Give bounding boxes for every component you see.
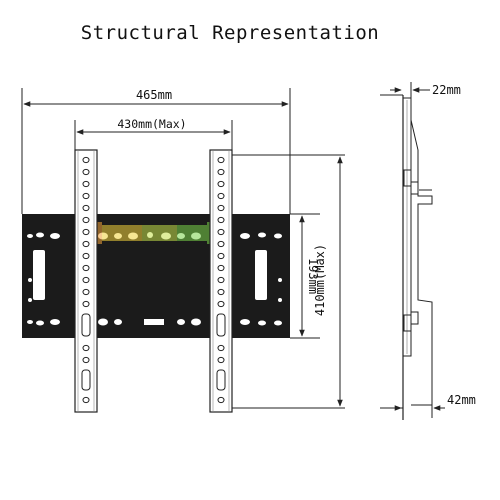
side-view: 22mm 42mm: [380, 82, 476, 420]
left-vertical-arm: [74, 149, 98, 413]
overall-width-dimension: 465mm: [21, 88, 291, 214]
max-depth-label: 42mm: [447, 393, 476, 407]
front-view: 465mm 430mm(Max) 193mm 410mm(Max): [21, 88, 345, 413]
plate-height-dimension: 193mm: [299, 215, 320, 337]
side-arm-profile: [403, 119, 433, 406]
right-vertical-arm: [209, 149, 233, 413]
side-wall-plate: [402, 97, 419, 357]
overall-width-label: 465mm: [136, 88, 172, 102]
bracket-height-dimension: 410mm(Max): [313, 156, 343, 407]
wall-depth-dimension: 22mm: [390, 82, 461, 98]
plate-height-label: 193mm: [306, 258, 320, 294]
max-depth-dimension: 42mm: [390, 393, 476, 418]
bracket-spacing-label: 430mm(Max): [117, 117, 186, 131]
diagram-title: Structural Representation: [80, 22, 380, 44]
wall-depth-label: 22mm: [432, 83, 461, 97]
bracket-spacing-dimension: 430mm(Max): [74, 117, 233, 150]
bracket-height-label: 410mm(Max): [313, 244, 327, 316]
